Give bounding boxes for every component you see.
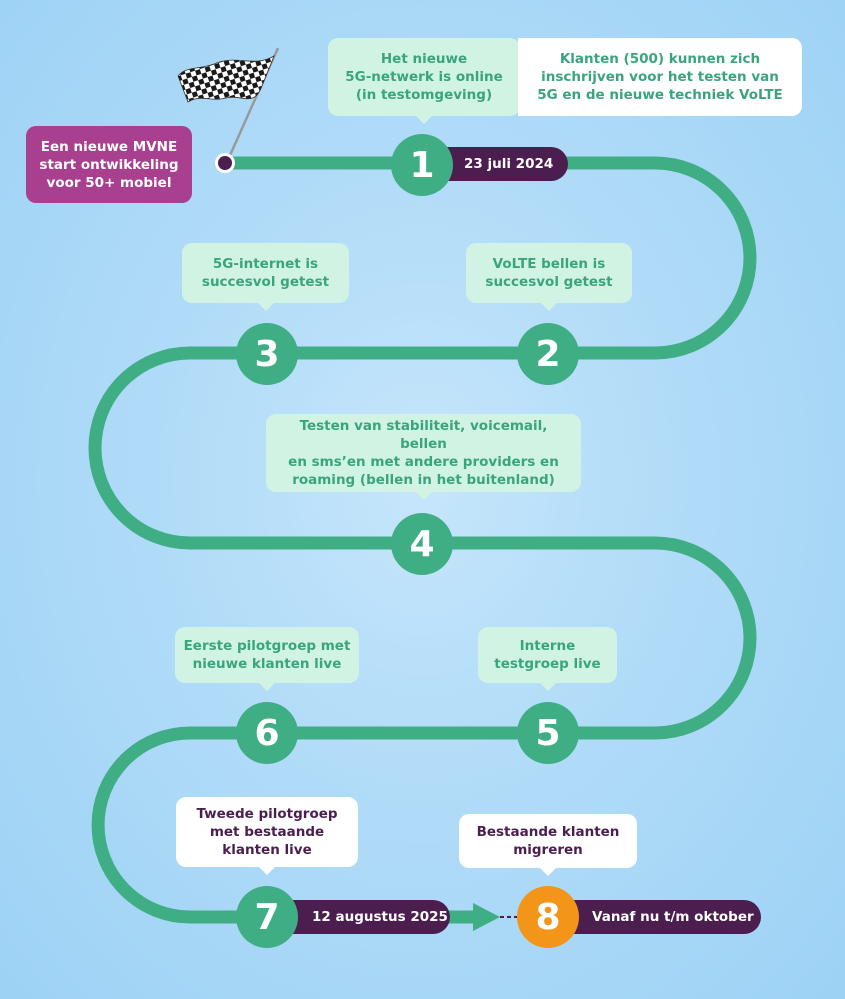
callout-step8-text: Bestaande klanten migreren — [476, 824, 620, 858]
callout-step2-text: VoLTE bellen is succesvol getest — [485, 256, 613, 290]
callout-step3: 5G-internet is succesvol getest — [182, 243, 349, 311]
step1-date: 23 juli 2024 — [464, 156, 554, 172]
callout-step7-text: Tweede pilotgroep met bestaande klanten … — [196, 806, 338, 858]
callout-step4-text: Testen van stabiliteit, voicemail, belle… — [288, 418, 559, 488]
start-label: Een nieuwe MVNE start ontwikkeling voor … — [26, 126, 192, 203]
step-2-number: 2 — [535, 333, 561, 375]
step-8-number: 8 — [535, 896, 561, 938]
step-8-circle: 8 — [517, 886, 579, 948]
step-1-number: 1 — [409, 144, 435, 186]
step-3-number: 3 — [254, 333, 280, 375]
step-6-number: 6 — [254, 712, 280, 754]
callout-step6-text: Eerste pilotgroep met nieuwe klanten liv… — [183, 638, 351, 672]
step1-date-pill: 23 juli 2024 — [430, 147, 568, 181]
step-3-circle: 3 — [236, 323, 298, 385]
step8-date: Vanaf nu t/m oktober — [592, 909, 754, 925]
callout-step7: Tweede pilotgroep met bestaande klanten … — [176, 797, 358, 875]
callout-step8: Bestaande klanten migreren — [459, 814, 637, 876]
step-5-number: 5 — [535, 712, 561, 754]
start-label-text: Een nieuwe MVNE start ontwikkeling voor … — [39, 138, 179, 191]
step-4-number: 4 — [409, 523, 435, 565]
step-7-number: 7 — [254, 896, 280, 938]
step-6-circle: 6 — [236, 702, 298, 764]
callout-step1-left-text: Het nieuwe 5G-netwerk is online (in test… — [345, 51, 503, 103]
step7-date-pill: 12 augustus 2025 — [274, 900, 450, 934]
callout-step3-text: 5G-internet is succesvol getest — [201, 256, 330, 290]
callout-step5-text: Interne testgroep live — [494, 638, 601, 672]
step-2-circle: 2 — [517, 323, 579, 385]
step8-date-pill: Vanaf nu t/m oktober — [556, 900, 761, 934]
start-dot — [215, 153, 235, 173]
callout-step6: Eerste pilotgroep met nieuwe klanten liv… — [175, 627, 359, 691]
track-arrowhead — [473, 903, 500, 931]
callout-step1-left: Het nieuwe 5G-netwerk is online (in test… — [328, 38, 520, 124]
checkered-flag-icon — [177, 47, 280, 163]
callout-step2: VoLTE bellen is succesvol getest — [466, 243, 632, 311]
callout-step1-right-text: Klanten (500) kunnen zich inschrijven vo… — [537, 51, 783, 103]
step-7-circle: 7 — [236, 886, 298, 948]
step7-date: 12 augustus 2025 — [312, 909, 448, 925]
callout-step5: Interne testgroep live — [478, 627, 617, 691]
step-4-circle: 4 — [391, 513, 453, 575]
callout-step1-right: Klanten (500) kunnen zich inschrijven vo… — [518, 38, 802, 116]
callout-step4: Testen van stabiliteit, voicemail, belle… — [266, 414, 581, 500]
step-1-circle: 1 — [391, 134, 453, 196]
step-5-circle: 5 — [517, 702, 579, 764]
